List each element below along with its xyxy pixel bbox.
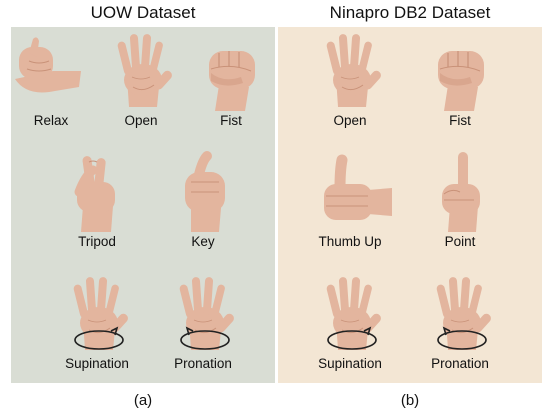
gesture-thumb-up: Thumb Up	[308, 148, 392, 264]
gesture-label: Key	[191, 234, 215, 249]
gesture-label: Pronation	[174, 356, 232, 371]
panel-a-caption: (a)	[133, 392, 153, 409]
rotating-palm-icon	[55, 270, 139, 356]
gesture-label: Supination	[318, 356, 382, 371]
gesture-tripod: Tripod	[55, 148, 139, 264]
panel-b-title: Ninapro DB2 Dataset	[329, 3, 491, 22]
gesture-label: Thumb Up	[318, 234, 382, 249]
rotating-palm-icon	[418, 270, 502, 356]
gesture-pronation: Pronation	[161, 270, 245, 386]
gesture-label: Point	[444, 234, 476, 249]
gesture-supination: Supination	[55, 270, 139, 386]
gesture-label: Relax	[33, 113, 69, 128]
thumb-up-icon	[308, 148, 392, 234]
gesture-label: Open	[333, 113, 367, 128]
gesture-label: Tripod	[78, 234, 116, 249]
gesture-relax: Relax	[9, 27, 93, 143]
tripod-grip-icon	[55, 148, 139, 234]
gesture-point: Point	[418, 148, 502, 264]
open-palm-icon	[99, 27, 183, 113]
gesture-key: Key	[161, 148, 245, 264]
gesture-open: Open	[99, 27, 183, 143]
gesture-label: Pronation	[431, 356, 489, 371]
fist-icon	[418, 27, 502, 113]
gesture-fist: Fist	[418, 27, 502, 143]
gesture-label: Fist	[449, 113, 471, 128]
panel-b-caption: (b)	[400, 392, 420, 409]
rotating-palm-icon	[161, 270, 245, 356]
panel-b-ninapro: Open Fist Thumb Up Point Supination Pron…	[278, 27, 542, 383]
gesture-supination: Supination	[308, 270, 392, 386]
panel-a-uow: Relax Open Fist Tripod Key Supination Pr…	[11, 27, 275, 383]
panel-a-title: UOW Dataset	[90, 3, 196, 22]
gesture-open: Open	[308, 27, 392, 143]
pointing-finger-icon	[418, 148, 502, 234]
relaxed-hand-icon	[9, 27, 93, 113]
open-palm-icon	[308, 27, 392, 113]
key-grip-icon	[161, 148, 245, 234]
gesture-pronation: Pronation	[418, 270, 502, 386]
gesture-label: Fist	[220, 113, 242, 128]
gesture-label: Open	[124, 113, 158, 128]
gesture-fist: Fist	[189, 27, 273, 143]
gesture-label: Supination	[65, 356, 129, 371]
fist-icon	[189, 27, 273, 113]
rotating-palm-icon	[308, 270, 392, 356]
